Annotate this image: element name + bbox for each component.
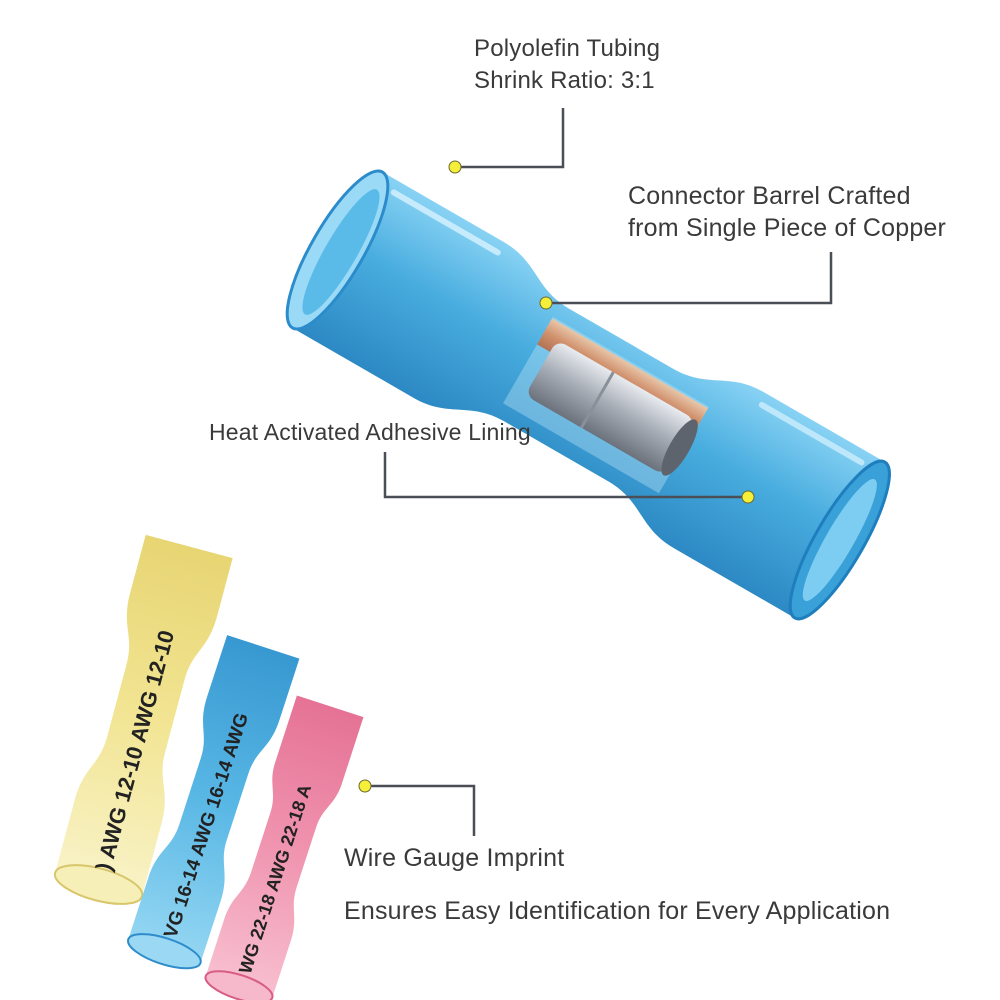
callout-barrel-line1: Connector Barrel Crafted [628,182,911,210]
copper-barrel [528,343,692,472]
callout-tubing-line2: Shrink Ratio: 3:1 [474,67,655,94]
callout-tubing: Polyolefin Tubing Shrink Ratio: 3:1 [474,33,660,97]
callout-line-adhesive [383,452,748,499]
callout-dot-adhesive [741,490,755,504]
callout-gauge-title: Wire Gauge Imprint [344,844,565,872]
callout-dot-tubing [448,160,462,174]
main-connector [285,169,891,621]
callout-barrel: Connector Barrel Crafted from Single Pie… [628,180,946,244]
callout-line-barrel [546,252,833,305]
callout-line-tubing [455,108,565,169]
callout-dots [358,160,755,793]
callout-dot-barrel [539,296,553,310]
callout-adhesive: Heat Activated Adhesive Lining [209,419,531,445]
callout-tubing-line1: Polyolefin Tubing [474,35,661,62]
callout-gauge-subtitle: Ensures Easy Identification for Every Ap… [344,897,891,925]
callout-line-gauge [365,784,476,836]
callout-lines [365,108,833,836]
callout-barrel-line2: from Single Piece of Copper [628,214,947,242]
callout-dot-gauge [358,779,372,793]
